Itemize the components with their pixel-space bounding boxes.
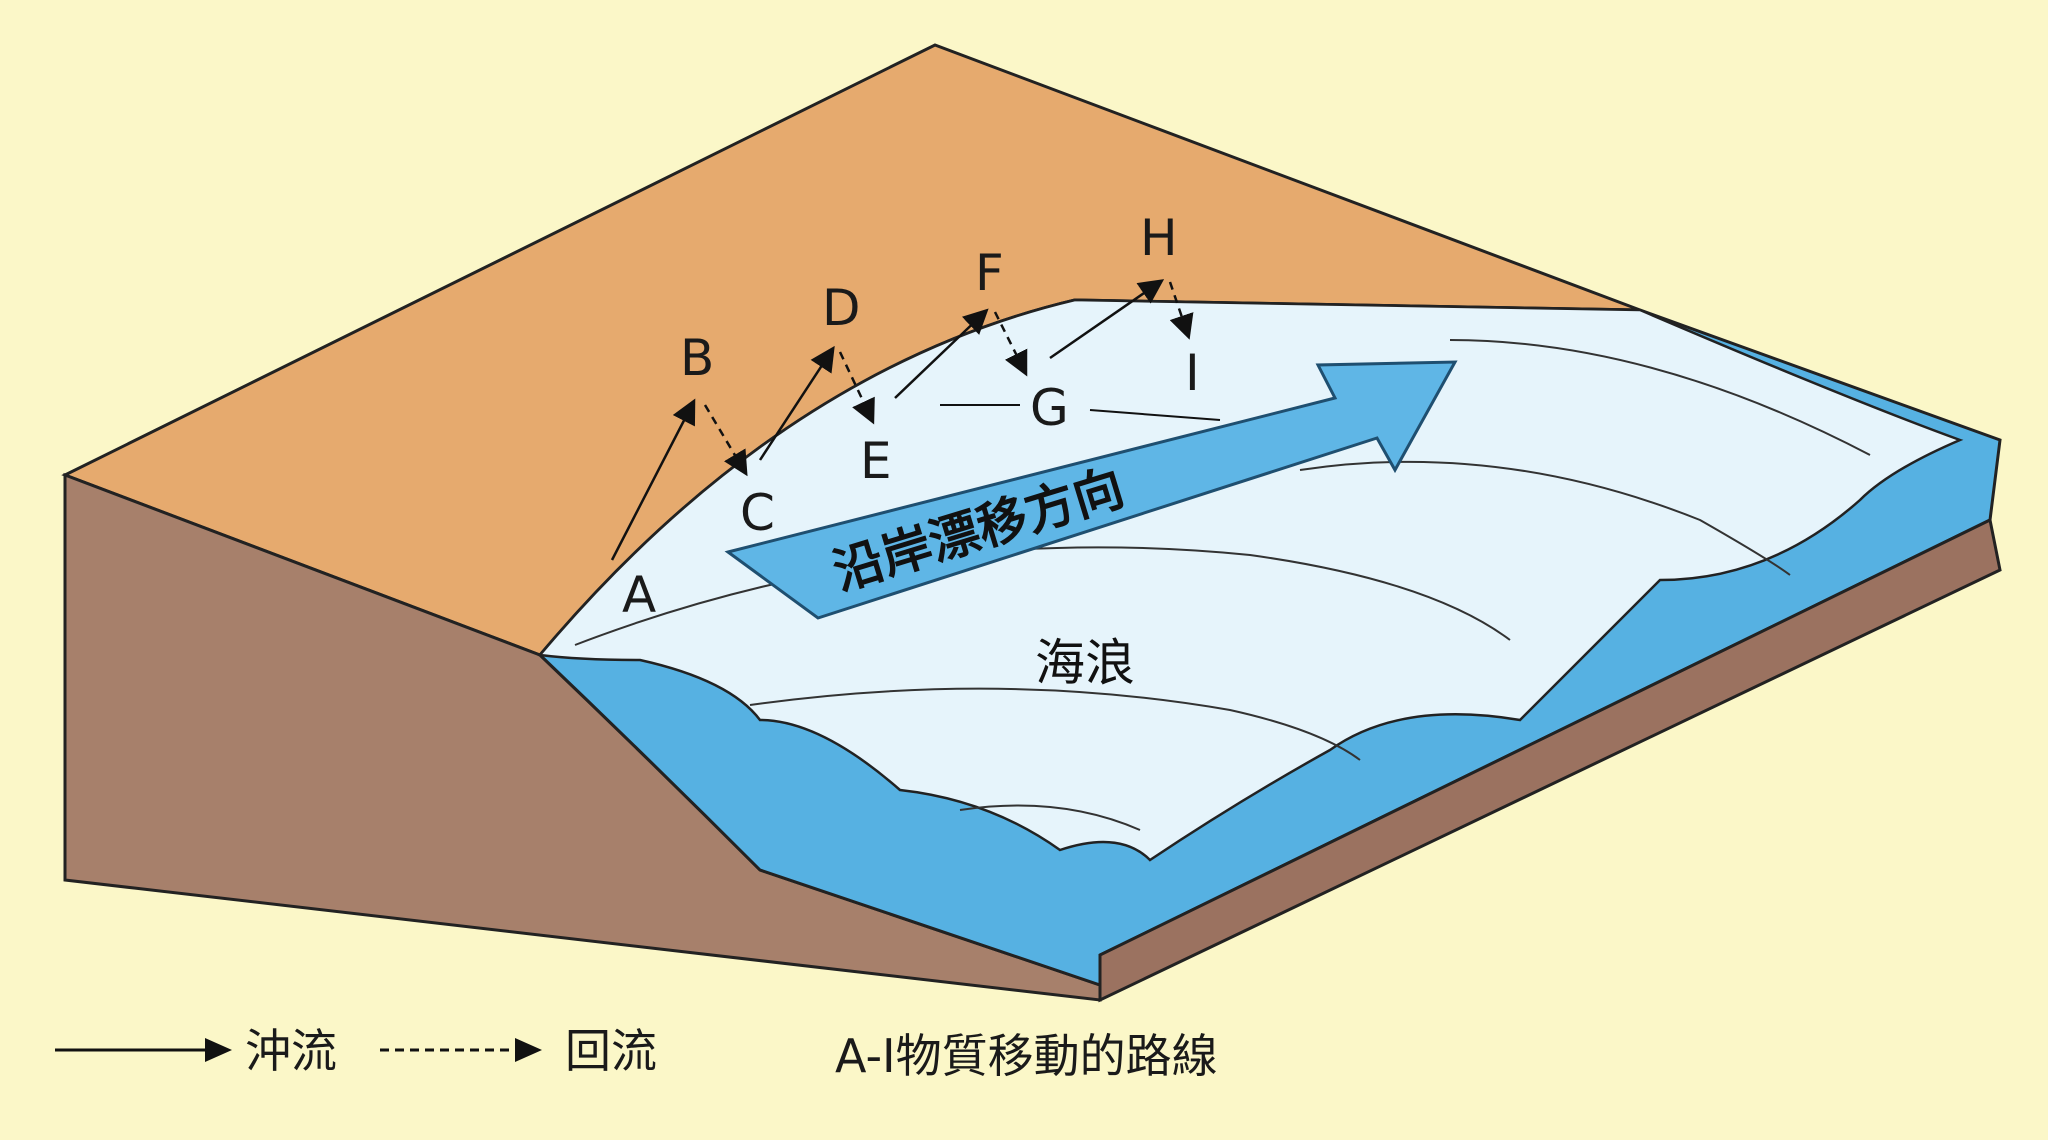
swash-arrows — [610, 279, 1165, 561]
legend-backwash-label: 回流 — [565, 1024, 657, 1078]
legend-path-note: A-I物質移動的路線 — [835, 1029, 1218, 1083]
point-label-f: F — [975, 244, 1004, 302]
wave-crest-line-1 — [574, 546, 1511, 646]
wave-crest-line-2 — [749, 687, 1361, 761]
point-label-h: H — [1140, 209, 1178, 267]
point-label-d: D — [822, 279, 861, 337]
point-label-a: A — [622, 566, 656, 624]
point-label-b: B — [680, 329, 714, 387]
point-label-g: G — [1030, 379, 1069, 437]
wave-foam-zone — [537, 298, 1964, 862]
swash-legend-arrow-head — [205, 1038, 232, 1062]
legend: 沖流 回流 A-I物質移動的路線 — [55, 1024, 1218, 1083]
point-label-e: E — [860, 432, 892, 490]
point-label-i: I — [1185, 344, 1200, 402]
backwash-arrows — [703, 281, 1194, 477]
longshore-drift-arrow — [724, 360, 1458, 620]
waves-label: 海浪 — [1035, 634, 1135, 692]
wave-crest-line-3 — [959, 804, 1141, 831]
legend-swash-label: 沖流 — [245, 1024, 337, 1078]
backwash-legend-arrow-head — [515, 1038, 542, 1062]
wave-crest-line-5 — [1449, 339, 1871, 456]
seabed-strip — [1098, 517, 2002, 1003]
point-label-c: C — [740, 484, 775, 542]
segment-g-line — [940, 404, 1221, 421]
